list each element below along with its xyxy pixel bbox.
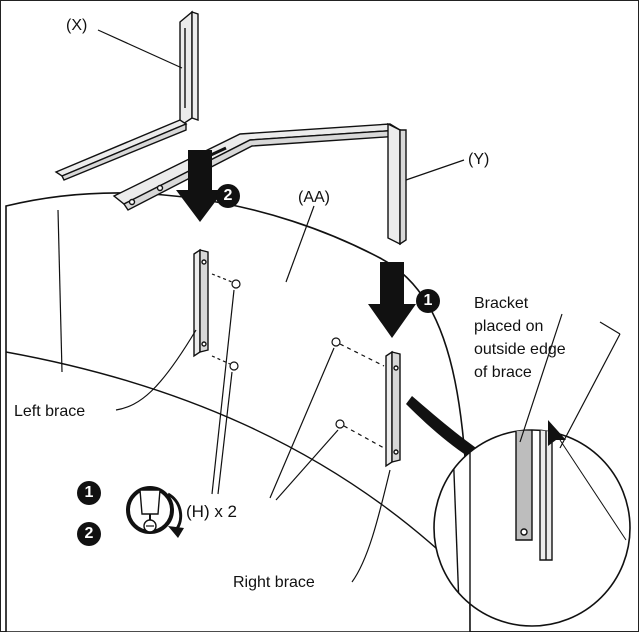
pointer-arrow-icon — [548, 420, 566, 446]
step-badge-2: 2 — [216, 184, 240, 208]
leader-left-brace — [115, 329, 197, 411]
label-left-brace: Left brace — [14, 403, 86, 420]
step-badge-2: 2 — [77, 522, 101, 546]
label-bracket-line1: Bracket — [474, 295, 529, 312]
label-bracket-line3: outside edge — [474, 341, 566, 358]
part-y — [112, 122, 407, 246]
label-part-aa: (AA) — [298, 189, 330, 206]
left-brace — [193, 248, 209, 358]
screw — [211, 273, 241, 371]
label-screws: (H) x 2 — [186, 502, 237, 521]
right-brace — [385, 350, 401, 468]
label-right-brace: Right brace — [233, 574, 315, 591]
clockwise-arrow-icon — [167, 492, 184, 538]
down-arrow-icon — [176, 150, 224, 222]
screw — [331, 337, 385, 449]
leader-right-brace — [351, 469, 391, 583]
part-x — [54, 10, 199, 181]
label-bracket-line4: of brace — [474, 364, 532, 381]
label-part-y: (Y) — [468, 151, 490, 168]
leader-y — [405, 159, 465, 181]
step-badge-1: 1 — [416, 289, 440, 313]
down-arrow-icon — [368, 262, 416, 338]
step-badge-1: 1 — [77, 481, 101, 505]
leader-bracket — [519, 313, 621, 449]
panel-aa-seam — [57, 209, 63, 373]
leader-x — [97, 29, 183, 69]
panel-aa-bottom-edge — [5, 351, 471, 581]
label-bracket-line2: placed on — [474, 318, 544, 335]
leader-h — [211, 289, 339, 501]
label-part-x: (X) — [66, 17, 88, 34]
leader-aa — [285, 205, 315, 283]
screwdriver-icon — [126, 486, 174, 534]
